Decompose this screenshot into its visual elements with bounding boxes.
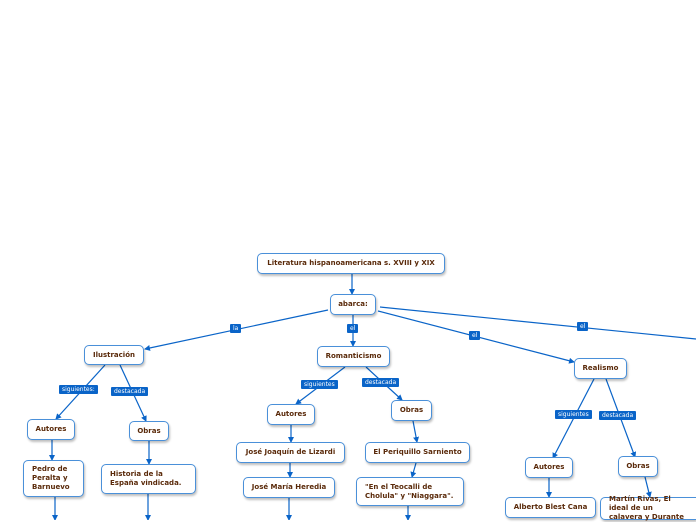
edge-label-destacada-realismo: destacada: [599, 411, 637, 420]
edge-label-el-far: el: [577, 322, 589, 331]
edge-obras-martin: [644, 476, 652, 498]
edge-label-siguientes-romanticismo: siguientes: [301, 380, 338, 389]
edge-obras-periquillo: [412, 420, 420, 443]
node-ilustracion[interactable]: Ilustración: [84, 345, 144, 365]
node-periquillo[interactable]: El Periquillo Sarniento: [365, 442, 470, 463]
edge-label-el-realismo: el: [469, 331, 481, 340]
edge-label-destacada-romanticismo: destacada: [362, 378, 400, 387]
node-teocalli[interactable]: "En el Teocalli de Cholula" y "Niaggara"…: [356, 477, 464, 506]
node-obras-romanticismo[interactable]: Obras: [391, 400, 432, 421]
edge-label-siguientes-ilustracion: siguientes:: [59, 385, 98, 394]
node-blest[interactable]: Alberto Blest Cana: [505, 497, 596, 518]
node-autores-romanticismo[interactable]: Autores: [267, 404, 315, 425]
edge-label-destacada-ilustracion: destacada: [111, 387, 149, 396]
node-root[interactable]: Literatura hispanoamericana s. XVIII y X…: [257, 253, 445, 274]
edge-label-el-romanticismo: el: [347, 324, 359, 333]
node-historia[interactable]: Historia de la España vindicada.: [101, 464, 196, 494]
node-lizardi[interactable]: José Joaquín de Lizardi: [236, 442, 345, 463]
node-obras-ilustracion[interactable]: Obras: [129, 421, 169, 441]
edge-label-siguientes-realismo: siguientes: [555, 410, 592, 419]
node-realismo[interactable]: Realismo: [574, 358, 627, 379]
edge-abarca-far: [379, 306, 696, 340]
node-autores-realismo[interactable]: Autores: [525, 457, 573, 478]
node-martin[interactable]: Martín Rivas, El ideal de un calavera y …: [600, 495, 696, 521]
edge-label-la: la: [230, 324, 242, 333]
node-heredia[interactable]: José María Heredia: [243, 477, 335, 498]
node-romanticismo[interactable]: Romanticismo: [317, 346, 390, 367]
node-abarca[interactable]: abarca:: [330, 294, 376, 315]
node-autores-ilustracion[interactable]: Autores: [27, 419, 75, 440]
node-peralta[interactable]: Pedro de Peralta y Barnuevo: [23, 460, 84, 497]
node-obras-realismo[interactable]: Obras: [618, 456, 658, 477]
edge-periquillo-teocalli: [410, 462, 417, 478]
